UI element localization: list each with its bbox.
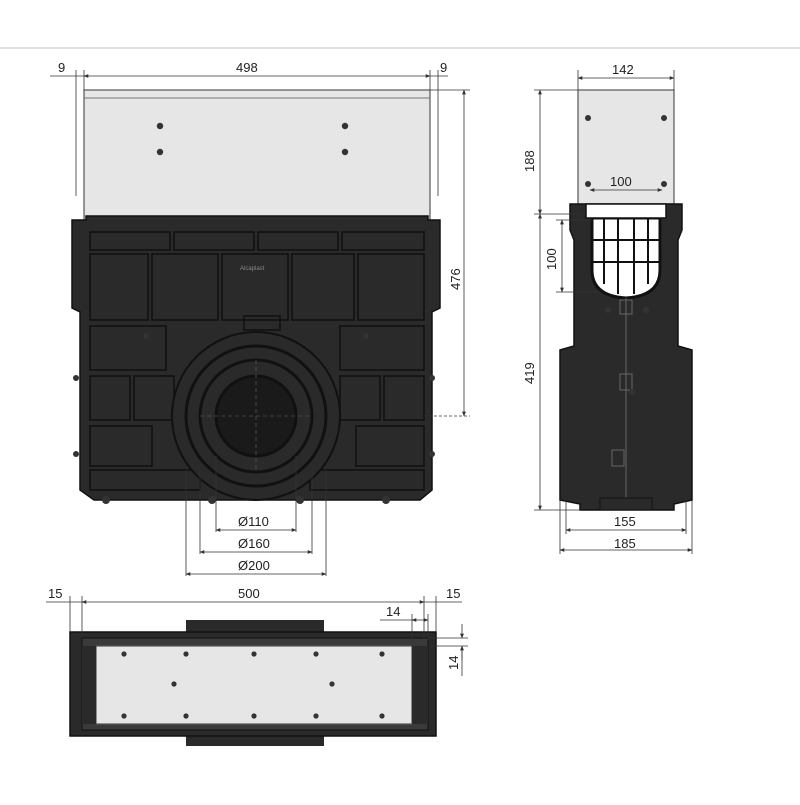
front-dim-d110: Ø110	[238, 514, 269, 529]
brand-label: Alcaplast	[240, 266, 265, 272]
front-dim-d200: Ø200	[238, 558, 270, 573]
top-dim-right-15: 15	[446, 586, 460, 601]
front-dim-left-9: 9	[58, 60, 65, 75]
top-dim-length-500: 500	[238, 586, 260, 601]
side-dim-419: 419	[522, 362, 537, 384]
side-dim-185: 185	[614, 536, 636, 551]
side-dim-188: 188	[522, 150, 537, 172]
side-dim-155: 155	[614, 514, 636, 529]
front-grate	[83, 89, 431, 221]
outlet-rings	[171, 331, 341, 501]
side-basket	[590, 216, 662, 300]
front-dim-width-498: 498	[236, 60, 258, 75]
side-dim-142: 142	[612, 62, 634, 77]
top-tab-upper	[186, 620, 324, 632]
brick-pattern	[89, 231, 425, 491]
top-grate	[95, 645, 413, 725]
top-dim-wall-14-vertical: 14	[446, 656, 461, 670]
front-dim-right-9: 9	[440, 60, 447, 75]
side-grate	[577, 89, 675, 205]
side-dim-100-vertical: 100	[544, 248, 559, 270]
side-view: 142 100 188 100 419 155 185	[522, 62, 693, 554]
top-dim-left-15: 15	[48, 586, 62, 601]
top-dim-wall-14-horizontal: 14	[386, 604, 400, 619]
top-tab-lower	[186, 734, 324, 746]
front-view: Alcaplast 9 498 9	[50, 60, 470, 576]
side-dim-100-horizontal: 100	[610, 174, 632, 189]
front-dim-height-476: 476	[448, 268, 463, 290]
front-dim-d160: Ø160	[238, 536, 270, 551]
top-view: 15 500 15 14 14	[46, 586, 468, 746]
